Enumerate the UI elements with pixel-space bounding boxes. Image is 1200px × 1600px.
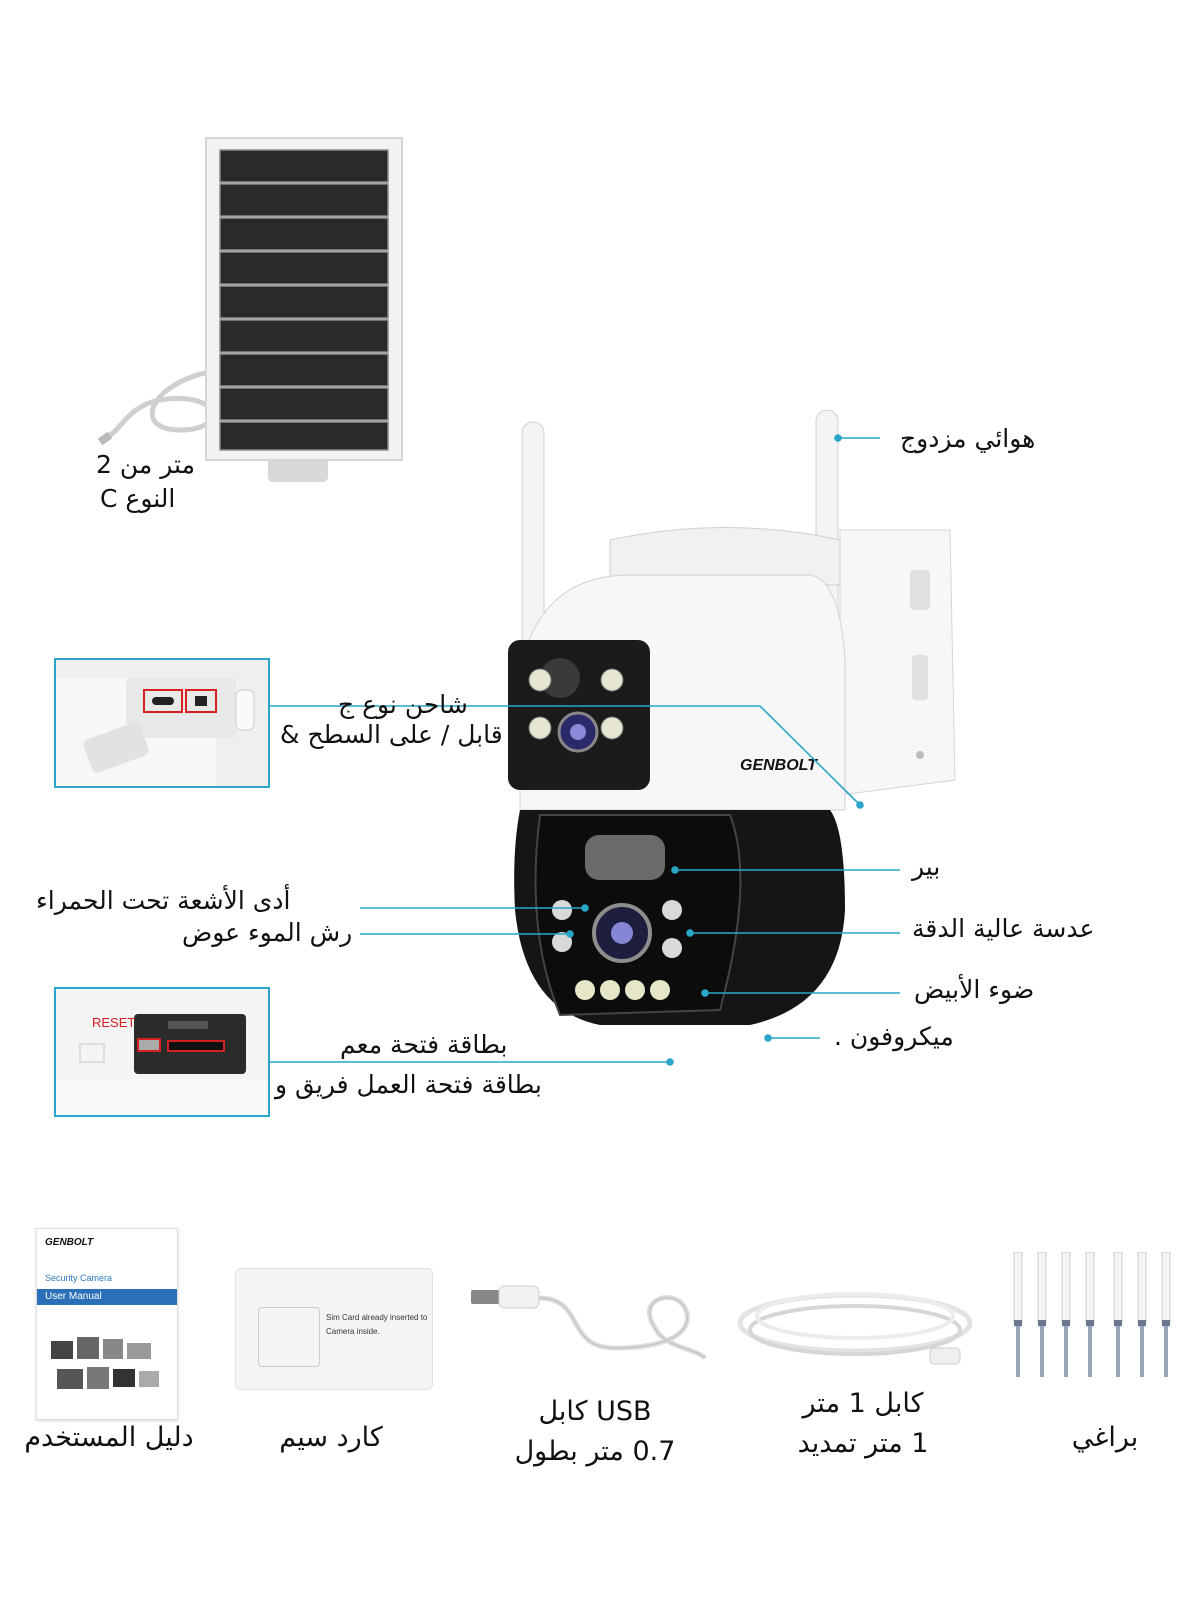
caption-extension-cable-1: كابل 1 متر	[802, 1388, 924, 1419]
solar-panel-group	[90, 130, 430, 500]
callout-white-light: ضوء الأبيض	[914, 975, 1035, 1004]
manual-illustration: GENBOLT Security Camera User Manual	[36, 1228, 178, 1420]
inset-charging-port	[54, 658, 270, 788]
callout-card-slot-2: بطاقة فتحة العمل فريق و	[275, 1070, 542, 1099]
sim-card-note-1: Sim Card already inserted to	[326, 1313, 428, 1322]
callout-charging-port-1: شاحن نوع ج	[338, 690, 468, 719]
inset-card-slot: RESET	[54, 987, 270, 1117]
manual-title: Security Camera	[45, 1273, 113, 1283]
manual-subtitle: User Manual	[37, 1289, 177, 1305]
callout-charging-port-2: قابل / على السطح &	[280, 720, 503, 749]
caption-extension-cable-2: 1 متر تمديد	[797, 1428, 929, 1459]
callout-pir: بير	[912, 852, 941, 881]
callout-microphone: ميكروفون .	[834, 1022, 954, 1051]
callout-infrared: أدى الأشعة تحت الحمراء	[36, 886, 291, 915]
callout-noise-light: رش الموء عوض	[182, 918, 353, 947]
camera-illustration: GENBOLT	[500, 409, 980, 1050]
solar-cable-label-2: C النوع	[100, 484, 176, 513]
screws-illustration	[1013, 1252, 1171, 1377]
solar-panel-illustration	[97, 137, 403, 482]
solar-cable-label-1: 2 متر من	[96, 450, 195, 479]
manual-brand: GENBOLT	[45, 1237, 94, 1248]
camera-brand-text: GENBOLT	[740, 757, 818, 774]
callout-antenna: هوائي مزدوج	[900, 424, 1036, 453]
caption-usb-cable-1: USB كابل	[538, 1396, 652, 1427]
usb-cable-illustration	[471, 1285, 707, 1360]
callout-card-slot-1: بطاقة فتحة معم	[340, 1030, 508, 1059]
callout-hd-lens: عدسة عالية الدقة	[912, 914, 1095, 943]
caption-user-manual: دليل المستخدم	[24, 1422, 194, 1453]
caption-usb-cable-2: 0.7 متر بطول	[514, 1436, 676, 1467]
caption-sim-card: كارد سيم	[279, 1422, 383, 1453]
sim-card-note-2: Camera inside.	[326, 1327, 380, 1336]
extension-cable-illustration	[737, 1292, 973, 1365]
reset-label: RESET	[92, 1015, 136, 1030]
caption-screws: براغي	[1071, 1422, 1139, 1453]
sim-card-illustration: Sim Card already inserted to Camera insi…	[235, 1268, 433, 1390]
